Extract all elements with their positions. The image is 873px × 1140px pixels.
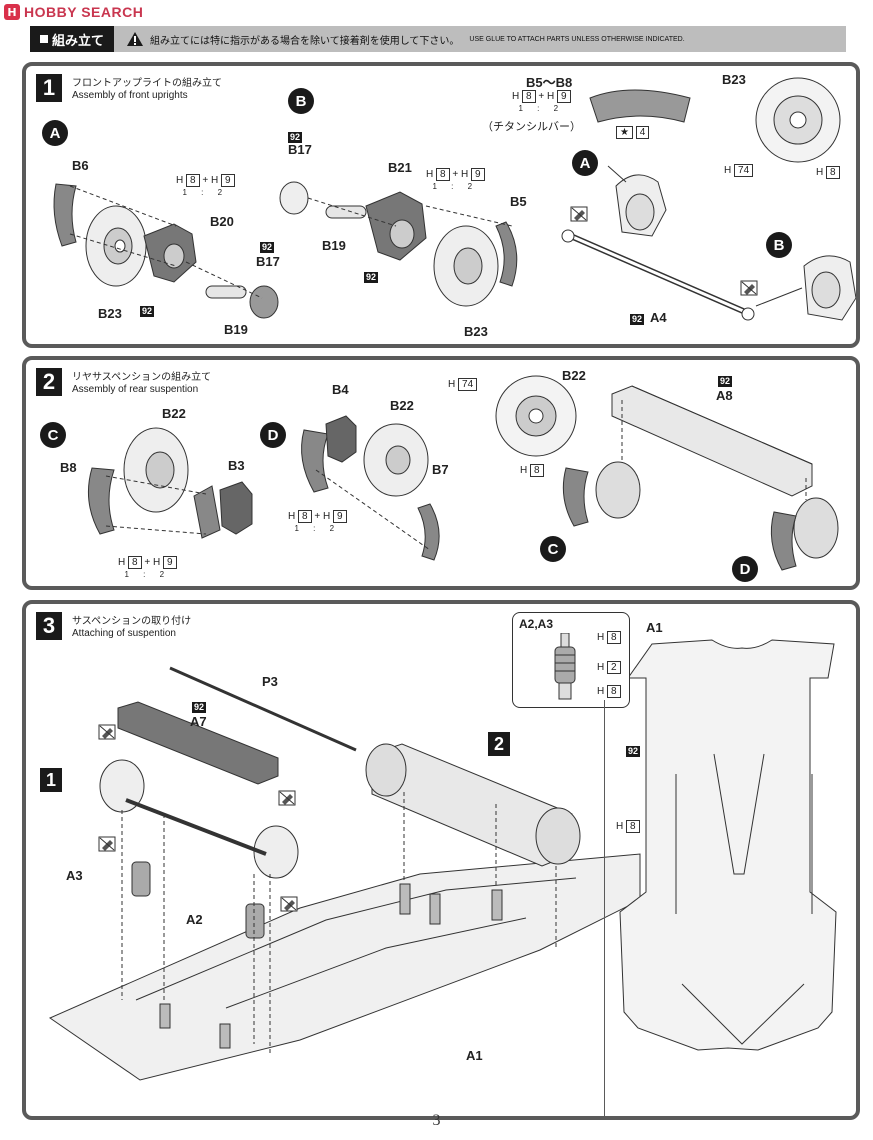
page-number: 3 <box>432 1112 441 1129</box>
callout-a-ref: A <box>572 150 598 176</box>
part-b17-label: B17 <box>256 254 280 269</box>
disc-color-h74: H 74 <box>448 378 478 391</box>
part-a3-label: A3 <box>66 868 83 883</box>
paint-mix-ratio: H 8 + H 9 1 : 2 <box>426 168 485 192</box>
part-b19-label: B19 <box>224 322 248 337</box>
view-divider <box>604 700 605 1120</box>
glue-note-jp: 組み立てには特に指示がある場合を除いて接着剤を使用して下さい。 <box>150 35 460 47</box>
paint-mix-ratio: H 8 + H 9 1 : 2 <box>512 90 571 114</box>
color-badge-92: 92 <box>140 306 155 317</box>
part-b21-label: B21 <box>388 160 412 175</box>
glue-note-en: USE GLUE TO ATTACH PARTS UNLESS OTHERWIS… <box>469 35 685 43</box>
color-badge-92: 92 <box>260 242 275 253</box>
color-badge-92: 92 <box>630 314 645 325</box>
star-paint-ref: ★ 4 <box>616 126 650 139</box>
part-b6-label: B6 <box>72 158 89 173</box>
shock-color-h8: H 8 <box>597 631 621 644</box>
step-title-jp: リヤサスペンションの組み立て <box>72 372 212 383</box>
square-bullet-icon <box>40 35 48 43</box>
part-b22-label: B22 <box>162 406 186 421</box>
step-2-panel: 2 リヤサスペンションの組み立て Assembly of rear suspen… <box>22 356 860 590</box>
step-number: 1 <box>36 74 62 102</box>
shock-absorber-icon <box>554 633 576 700</box>
assembly-tag: 組み立て <box>30 26 115 52</box>
step-1-illustration <box>53 77 856 321</box>
part-a8-label: A8 <box>716 388 733 403</box>
step-2-illustration <box>87 375 839 571</box>
no-glue-icon <box>278 790 296 806</box>
disc-color-h8: H 8 <box>520 464 544 477</box>
instruction-header: 組み立て 組み立てには特に指示がある場合を除いて接着剤を使用して下さい。 USE… <box>30 26 846 52</box>
star-icon: ★ <box>616 126 633 139</box>
step-title-en: Attaching of suspention <box>72 628 176 639</box>
part-b17-label: B17 <box>288 142 312 157</box>
part-a1-topview-label: A1 <box>646 620 663 635</box>
callout-d-marker: D <box>260 422 286 448</box>
callout-c-marker: C <box>40 422 66 448</box>
part-b23-label: B23 <box>464 324 488 339</box>
no-glue-icon <box>740 280 758 296</box>
color-badge-92: 92 <box>288 132 303 143</box>
paint-mix-ratio: H 8 + H 9 1 : 2 <box>118 556 177 580</box>
disc-color-h8: H 8 <box>816 166 840 179</box>
part-a1-label: A1 <box>466 1048 483 1063</box>
part-b5-b8-label: B5〜B8 <box>526 75 573 90</box>
callout-c-ref: C <box>540 536 566 562</box>
no-glue-icon <box>98 724 116 740</box>
step-3-illustration <box>48 639 837 1081</box>
color-badge-92: 92 <box>192 702 207 713</box>
callout-b-marker: B <box>288 88 314 114</box>
shock-color-h8: H 8 <box>597 685 621 698</box>
part-p3-label: P3 <box>262 674 278 689</box>
part-a2-label: A2 <box>186 912 203 927</box>
no-glue-icon <box>98 836 116 852</box>
part-a2-a3-label: A2,A3 <box>519 617 554 631</box>
step-3-panel: 3 サスペンションの取り付け Attaching of suspention <box>22 600 860 1120</box>
part-b20-label: B20 <box>210 214 234 229</box>
paint-mix-ratio: H 8 + H 9 1 : 2 <box>288 510 347 534</box>
step-number: 2 <box>36 368 62 396</box>
brand-bar: H HOBBY SEARCH <box>4 2 143 22</box>
step-1-ref: 1 <box>40 768 62 792</box>
assembly-tag-label: 組み立て <box>52 33 105 49</box>
part-b23-label: B23 <box>722 72 746 87</box>
step-title-jp: フロントアップライトの組み立て <box>72 78 222 89</box>
color-badge-92: 92 <box>364 272 379 283</box>
step-1-panel: 1 フロントアップライトの組み立て Assembly of front upri… <box>22 62 860 348</box>
part-b3-label: B3 <box>228 458 245 473</box>
part-a4-label: A4 <box>650 310 667 325</box>
part-b22-label: B22 <box>390 398 414 413</box>
callout-b-ref: B <box>766 232 792 258</box>
step-title-en: Assembly of rear suspention <box>72 384 199 395</box>
part-b23-label: B23 <box>98 306 122 321</box>
step-title-jp: サスペンションの取り付け <box>72 616 192 627</box>
part-b5-label: B5 <box>510 194 527 209</box>
step-title-en: Assembly of front uprights <box>72 90 188 101</box>
brand-name: HOBBY SEARCH <box>24 4 144 20</box>
part-b7-label: B7 <box>432 462 449 477</box>
paint-mix-ratio: H 8 + H 9 1 : 2 <box>176 174 235 198</box>
callout-a-marker: A <box>42 120 68 146</box>
step-2-ref: 2 <box>488 732 510 756</box>
callout-d-ref: D <box>732 556 758 582</box>
step-number: 3 <box>36 612 62 640</box>
disc-color-h74: H 74 <box>724 164 754 177</box>
part-a7-label: A7 <box>190 714 207 729</box>
part-b4-label: B4 <box>332 382 349 397</box>
warning-triangle-icon <box>127 32 144 46</box>
part-b8-label: B8 <box>60 460 77 475</box>
part-b19-label: B19 <box>322 238 346 253</box>
color-badge-92: 92 <box>718 376 733 387</box>
brand-logo-icon: H <box>4 4 20 20</box>
shock-color-inset: A2,A3 H 8 H 2 H 8 <box>512 612 630 708</box>
no-glue-icon <box>280 896 298 912</box>
shock-color-h2: H 2 <box>597 661 621 674</box>
part-color-h8: H 8 <box>616 820 640 833</box>
titanium-silver-note: （チタンシルバー） <box>482 120 581 133</box>
no-glue-icon <box>570 206 588 222</box>
color-badge-92: 92 <box>626 746 641 757</box>
part-b22-label: B22 <box>562 368 586 383</box>
